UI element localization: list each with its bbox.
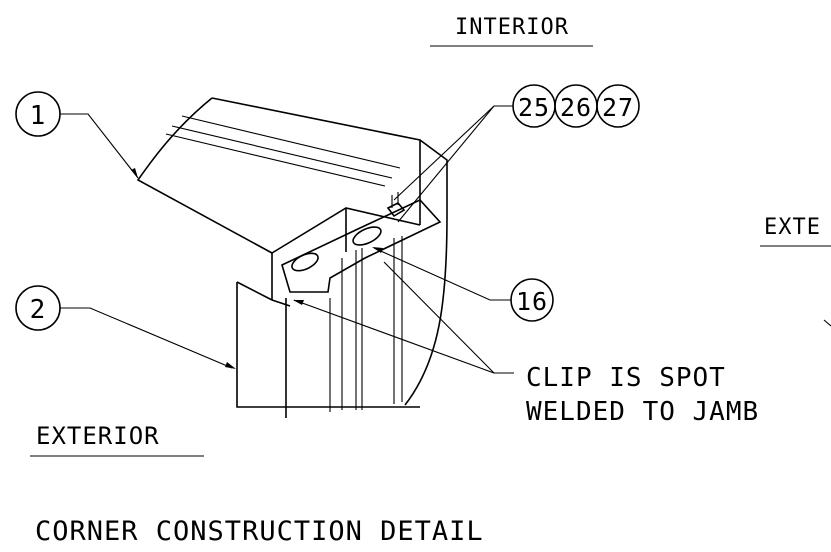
svg-text:1: 1	[30, 101, 47, 131]
interior-label: INTERIOR	[455, 15, 569, 40]
balloon-25: 25	[512, 84, 556, 128]
leader-2	[60, 307, 233, 369]
balloon-1: 1	[15, 91, 61, 137]
svg-text:2: 2	[30, 295, 47, 325]
exterior-right-label: EXTE	[764, 215, 821, 240]
exterior-left-label: EXTERIOR	[36, 422, 160, 450]
jamb-assembly	[236, 214, 448, 418]
svg-text:25: 25	[518, 93, 550, 122]
svg-text:26: 26	[560, 93, 592, 122]
clip-note-line1: CLIP IS SPOT	[526, 363, 726, 393]
drawing-title: CORNER CONSTRUCTION DETAIL	[35, 516, 484, 547]
balloon-16: 16	[510, 278, 554, 322]
svg-text:16: 16	[516, 287, 548, 316]
leader-16	[373, 247, 511, 301]
balloon-27: 27	[596, 84, 640, 128]
balloon-26: 26	[554, 84, 598, 128]
leader-clip-b	[293, 299, 495, 374]
clip-note-line2: WELDED TO JAMB	[526, 397, 759, 427]
svg-text:27: 27	[602, 93, 634, 122]
clip-plate	[281, 192, 442, 293]
leader-25-a	[393, 105, 513, 201]
leader-25-b	[397, 105, 495, 223]
balloon-2: 2	[15, 285, 61, 331]
leader-1	[60, 113, 139, 179]
header-assembly	[136, 97, 448, 307]
